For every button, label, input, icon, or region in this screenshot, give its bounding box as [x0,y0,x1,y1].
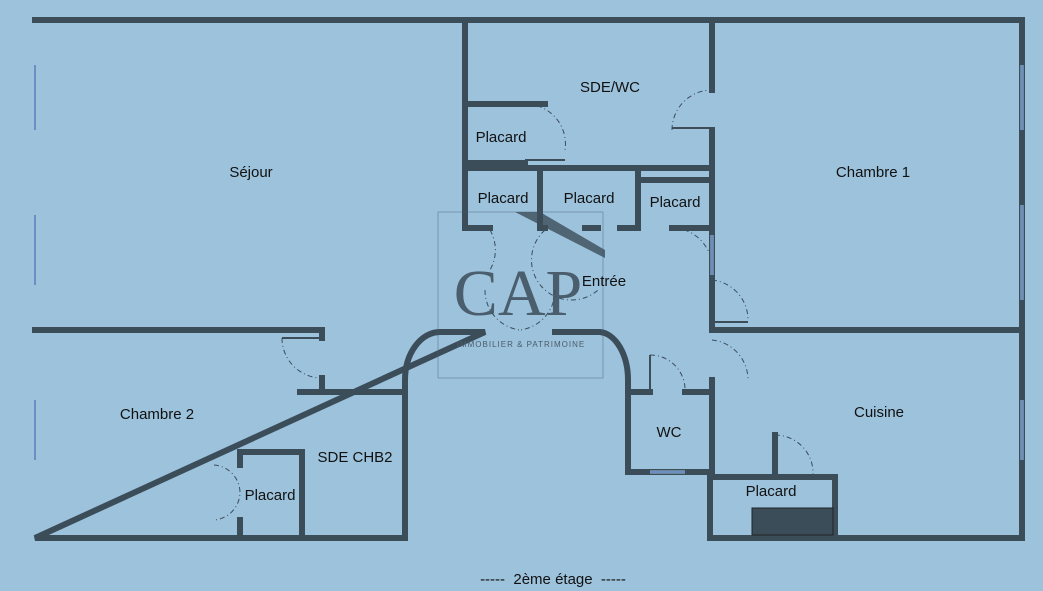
room-labels: Séjour SDE/WC Placard Placard Placard Pl… [120,79,910,504]
doors [213,89,814,521]
room-entree: Entrée [582,273,626,290]
room-cuisine: Cuisine [854,404,904,421]
walls [32,17,1025,541]
windows [33,65,1024,474]
room-placard: Placard [478,190,529,207]
watermark-logo: CAP [454,257,582,330]
room-placard: Placard [564,190,615,207]
room-placard: Placard [746,483,797,500]
stove [751,507,834,536]
watermark: CAP IMMOBILIER & PATRIMOINE [437,211,605,379]
room-placard: Placard [476,129,527,146]
room-wc: WC [657,424,682,441]
room-sde-wc: SDE/WC [580,79,640,96]
room-chambre-1: Chambre 1 [836,164,910,181]
room-chambre-2: Chambre 2 [120,406,194,423]
watermark-tagline: IMMOBILIER & PATRIMOINE [457,340,586,349]
room-sde-chb2: SDE CHB2 [317,449,392,466]
room-placard: Placard [650,194,701,211]
room-sejour: Séjour [229,164,272,181]
floor-caption: ----- 2ème étage ----- [480,571,626,588]
room-placard: Placard [245,487,296,504]
